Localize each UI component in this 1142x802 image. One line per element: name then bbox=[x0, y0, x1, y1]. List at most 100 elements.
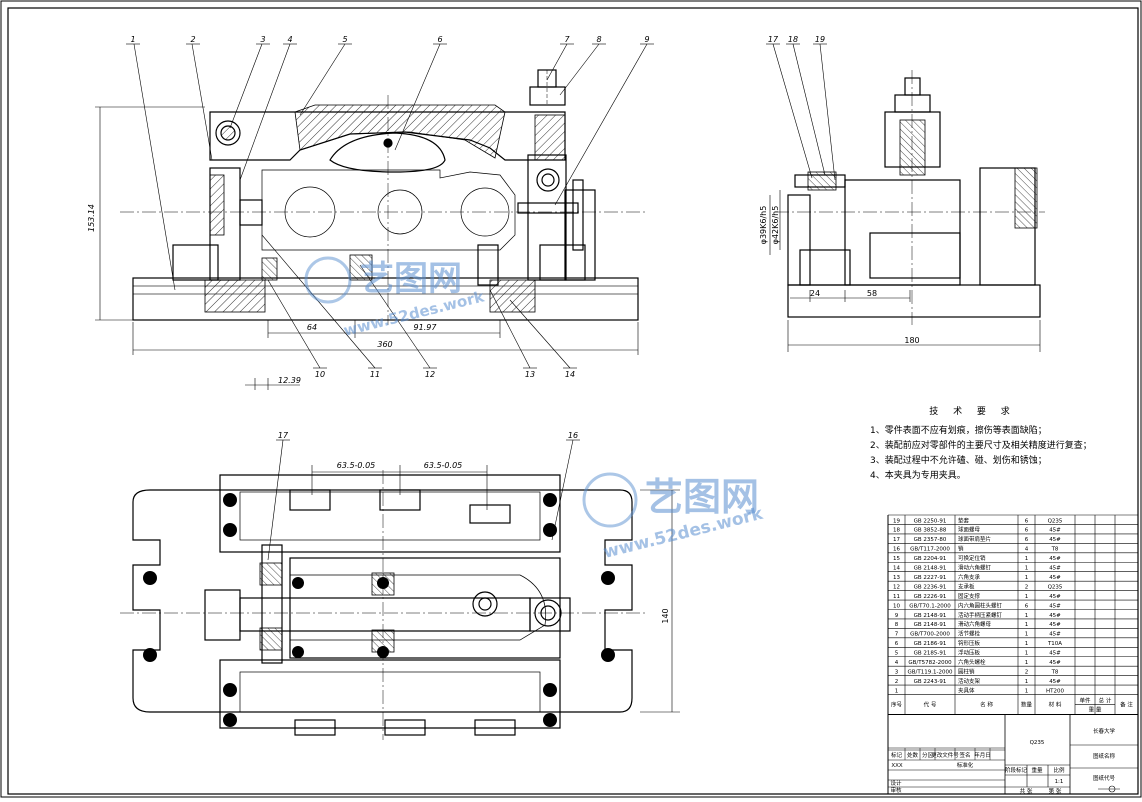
inner-border bbox=[7, 7, 1139, 795]
bom-row-material: 45# bbox=[1049, 603, 1061, 609]
dim-180: 180 bbox=[904, 336, 919, 345]
bom-header-total: 总 计 bbox=[1099, 697, 1112, 705]
bom-row-name: 活动支架 bbox=[958, 677, 981, 685]
bom-row-material: T10A bbox=[1047, 641, 1062, 647]
bom-row-qty: 1 bbox=[1025, 566, 1029, 572]
bom-table: 19 GB 2250-91 垫套 6 Q235 18 GB 3852-88 球面螺母 6 45# 1… bbox=[887, 514, 1139, 795]
bom-row-code: GB 2186-91 bbox=[914, 641, 947, 647]
bom-row-qty: 6 bbox=[1025, 603, 1029, 609]
dim-63-5-b: 63.5-0.05 bbox=[424, 461, 463, 470]
tech-req-item-1: 1、零件表面不应有划痕，擦伤等表面缺陷； bbox=[870, 426, 1047, 436]
title-role-design: 设计 bbox=[890, 779, 902, 787]
top-base bbox=[132, 474, 633, 729]
bom-row-name: 滑动六角螺母 bbox=[958, 620, 992, 628]
title-rev-label: 标记 bbox=[891, 751, 903, 759]
bom-row-no: 5 bbox=[895, 651, 899, 657]
bom-row-material: 45# bbox=[1049, 679, 1061, 685]
bom-row-no: 19 bbox=[893, 518, 900, 524]
bom-row-code: GB 2226-91 bbox=[914, 594, 947, 600]
bom-row-no: 17 bbox=[893, 537, 900, 543]
front-view-leaders bbox=[126, 43, 654, 369]
side-view-dim-lines bbox=[766, 43, 1041, 352]
bom-header-material: 材 料 bbox=[1049, 701, 1062, 709]
bom-row-code: GB 2185-91 bbox=[914, 651, 947, 657]
bom-row-code: GB 2148-91 bbox=[914, 566, 947, 572]
title-rev-label: 年月日 bbox=[974, 751, 991, 759]
bom-row-material: Q235 bbox=[1048, 518, 1063, 524]
bom-row-qty: 6 bbox=[1025, 518, 1029, 524]
technical-requirements: 技 术 要 求 1、零件表面不应有划痕，擦伤等表面缺陷； 2、装配前应对零部件的… bbox=[870, 405, 1135, 484]
title-role-review: 审核 bbox=[890, 786, 902, 794]
bom-row-qty: 1 bbox=[1025, 660, 1029, 666]
side-view bbox=[775, 70, 1045, 325]
tech-req-item-2: 2、装配前应对零部件的主要尺寸及相关精度进行复查； bbox=[870, 441, 1092, 451]
bom-row-code: GB 2148-91 bbox=[914, 622, 947, 628]
balloon-6: 6 bbox=[437, 35, 442, 44]
tech-req-item-3: 3、装配过程中不允许磕、碰、划伤和锈蚀； bbox=[870, 456, 1047, 466]
bom-row-name: 钩形压板 bbox=[958, 639, 981, 647]
bom-row-material: 45# bbox=[1049, 632, 1061, 638]
bom-row-no: 6 bbox=[895, 641, 899, 647]
bom-row-name: 销 bbox=[958, 545, 964, 553]
bom-row-no: 16 bbox=[893, 547, 900, 553]
bom-row-material: 45# bbox=[1049, 556, 1061, 562]
balloon-14: 14 bbox=[565, 370, 575, 379]
bom-row-name: 球面螺母 bbox=[958, 526, 981, 534]
dim-140: 140 bbox=[661, 608, 670, 623]
bom-row-code: GB 2357-80 bbox=[914, 537, 947, 543]
bom-row-code: GB/T117-2000 bbox=[910, 547, 950, 553]
bom-row-no: 2 bbox=[895, 679, 899, 685]
bom-row-material: 45# bbox=[1049, 594, 1061, 600]
balloon-10: 10 bbox=[315, 370, 325, 379]
side-base bbox=[787, 284, 1041, 318]
bom-row-qty: 2 bbox=[1025, 669, 1029, 675]
bom-row-qty: 1 bbox=[1025, 622, 1029, 628]
bom-row-qty: 1 bbox=[1025, 556, 1029, 562]
bom-row-name: 六角头螺栓 bbox=[958, 658, 986, 666]
bom-row-material: T8 bbox=[1051, 669, 1059, 675]
title-scale-label: 比例 bbox=[1053, 766, 1065, 774]
top-view-dim-lines bbox=[267, 439, 680, 713]
base-body bbox=[132, 277, 639, 321]
title-rev-label: 分区 bbox=[922, 751, 934, 759]
bom-row-no: 10 bbox=[893, 603, 900, 609]
bom-row-no: 7 bbox=[895, 632, 899, 638]
bom-row-code: GB 3852-88 bbox=[914, 528, 947, 534]
bom-row-qty: 1 bbox=[1025, 679, 1029, 685]
bom-row-code: GB/T700-2000 bbox=[910, 632, 950, 638]
bom-row-name: 活节螺栓 bbox=[958, 630, 981, 638]
bom-row-qty: 1 bbox=[1025, 594, 1029, 600]
bom-row-material: 45# bbox=[1049, 651, 1061, 657]
bom-row-qty: 1 bbox=[1025, 632, 1029, 638]
bom-header-name: 名 称 bbox=[980, 701, 993, 709]
bom-row-qty: 6 bbox=[1025, 528, 1029, 534]
bom-row-name: 可换定位销 bbox=[958, 554, 986, 562]
bom-row-no: 1 bbox=[895, 688, 899, 694]
bom-row-no: 18 bbox=[893, 528, 900, 534]
bom-row-code: GB/T70.1-2000 bbox=[909, 603, 951, 609]
balloon-16: 16 bbox=[568, 431, 578, 440]
bom-header-remark: 备 注 bbox=[1120, 701, 1133, 709]
bom-row-code: GB 2148-91 bbox=[914, 613, 947, 619]
bom-row-qty: 1 bbox=[1025, 613, 1029, 619]
dim-63-5-a: 63.5-0.05 bbox=[337, 461, 376, 470]
title-sheet-no: 第 张 bbox=[1049, 787, 1062, 795]
title-drawing-name: 图纸名称 bbox=[1093, 752, 1116, 760]
bom-row-material: T8 bbox=[1051, 547, 1059, 553]
balloon-9: 9 bbox=[644, 35, 649, 44]
balloon-17-top: 17 bbox=[278, 431, 289, 440]
balloon-19: 19 bbox=[815, 35, 825, 44]
hook-plate bbox=[329, 132, 446, 173]
title-designer: XXX bbox=[891, 763, 903, 769]
bom-row-name: 垫套 bbox=[958, 516, 970, 524]
balloon-12: 12 bbox=[425, 370, 435, 379]
front-view bbox=[120, 69, 645, 325]
balloon-18: 18 bbox=[788, 35, 798, 44]
bom-row-qty: 1 bbox=[1025, 575, 1029, 581]
top-view bbox=[120, 470, 645, 740]
bom-row-code: GB 2250-91 bbox=[914, 518, 947, 524]
bom-row-code: GB 2227-91 bbox=[914, 575, 947, 581]
title-drawing-no: 图纸代号 bbox=[1093, 774, 1116, 782]
